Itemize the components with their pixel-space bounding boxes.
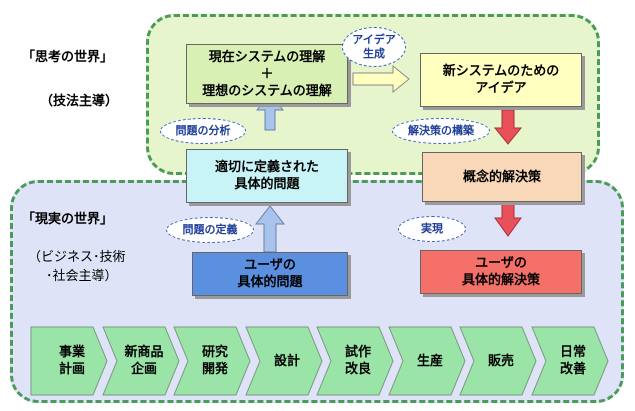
user-problem-box: ユーザの 具体的問題 [192,252,348,296]
realization-arrow [494,200,522,237]
process-step-label: 販売 [482,353,514,370]
realization-label: 実現 [398,216,466,242]
idea-arrow [352,64,410,94]
defined-problem-line2: 具体的問題 [234,177,300,192]
thought-world-title: 「思考の世界」 [22,50,114,65]
process-step-line1: 販売 [487,353,514,369]
idea-generation-line2: 生成 [362,47,385,60]
user-solution-line2: 具体的解決策 [461,273,540,288]
process-step-shape [459,326,537,396]
problem-definition-label: 問題の定義 [166,217,254,243]
defined-problem-box: 適切に定義された 具体的問題 [186,149,348,203]
real-world-subtitle-1: （ビジネス･技術 [28,250,126,265]
process-step-label: 研究開発 [196,344,228,378]
process-step-line2: 開発 [201,362,228,377]
process-step-label: 試作改良 [339,344,371,378]
process-step-line1: 試作 [344,345,371,360]
process-step: 事業計画 [30,326,108,396]
process-step: 設計 [245,326,323,396]
new-idea-line1: 新システムのための [442,64,560,79]
user-problem-line2: 具体的問題 [237,275,303,290]
process-step-line2: 改善 [559,362,586,377]
process-step-label: 日常改善 [554,344,586,378]
user-problem-line1: ユーザの [244,258,296,273]
current-system-line1: 現在システムの理解 [208,49,326,65]
process-step-shape [173,326,251,396]
process-step-shape [316,326,394,396]
current-system-line3: 理想のシステムの理解 [202,83,332,99]
process-step-shape [102,326,180,396]
real-world-title: 「現実の世界」 [22,212,114,227]
process-step-line1: 生産 [416,353,443,369]
user-solution-line1: ユーザの [475,256,527,271]
real-world-subtitle-2: ･社会主導） [46,269,118,284]
construction-arrow [493,109,523,145]
process-step-label: 設計 [268,353,300,370]
process-step-line1: 研究 [201,345,228,360]
current-system-line2: ＋ [260,66,274,82]
process-step-shape [531,326,609,396]
process-step-line1: 事業 [58,345,85,360]
concept-solution-box: 概念的解決策 [422,152,582,202]
process-step: 生産 [388,326,466,396]
thought-world-subtitle: （技法主導） [40,94,119,109]
process-step: 研究開発 [173,326,251,396]
process-step: 販売 [459,326,537,396]
idea-generation-line1: アイデア [352,33,396,46]
current-system-box: 現在システムの理解 ＋ 理想のシステムの理解 [186,44,348,104]
concept-solution-line1: 概念的解決策 [462,169,541,185]
process-step-line2: 改良 [344,362,371,377]
user-solution-box: ユーザの 具体的解決策 [420,250,582,294]
process-step: 日常改善 [531,326,609,396]
process-step-line2: 企画 [130,362,157,377]
definition-arrow [254,205,286,253]
process-step-line1: 日常 [559,345,586,360]
process-step-shape [245,326,323,396]
process-step-line2: 計画 [58,362,85,377]
process-step-label: 事業計画 [53,344,85,378]
process-step-line1: 新商品 [124,345,164,360]
process-step: 新商品企画 [102,326,180,396]
solution-construction-label: 解決策の構築 [392,118,490,144]
process-step-label: 生産 [411,353,443,370]
process-step-shape [30,326,108,396]
process-step: 試作改良 [316,326,394,396]
process-step-label: 新商品企画 [118,344,163,378]
new-idea-box: 新システムのための アイデア [420,53,582,107]
new-idea-line2: アイデア [475,81,527,96]
defined-problem-line1: 適切に定義された [214,160,319,175]
problem-analysis-label: 問題の分析 [160,118,246,144]
process-step-shape [388,326,466,396]
process-step-line1: 設計 [273,353,300,369]
idea-generation-label: アイデア 生成 [342,27,406,67]
